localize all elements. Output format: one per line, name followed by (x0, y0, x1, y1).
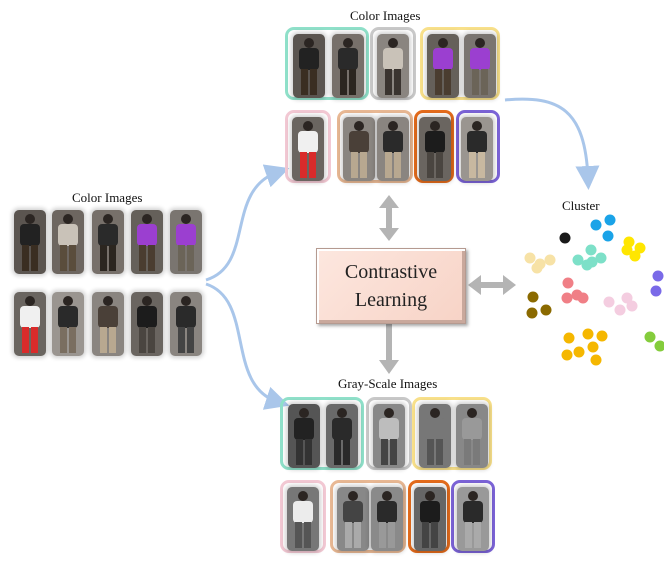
group-gray-bottom (366, 397, 412, 470)
group-purple-bottom (451, 480, 495, 553)
cluster-dot (595, 252, 607, 264)
cluster-dot (563, 332, 575, 344)
person-image (377, 34, 409, 98)
person-image (287, 487, 319, 551)
left-title: Color Images (72, 190, 143, 205)
person-image (170, 292, 202, 356)
cluster-dot (644, 331, 656, 343)
contrastive-learning-box: Contrastive Learning (316, 248, 466, 324)
cluster-dot (531, 262, 543, 274)
cluster-dot (614, 304, 626, 316)
group-orange-bottom (408, 480, 450, 553)
cluster-dot (527, 291, 539, 303)
person-image (464, 34, 496, 98)
cluster-dot (562, 277, 574, 289)
cluster-dot (652, 270, 664, 282)
person-image (326, 404, 358, 468)
branch-arrow-up (205, 164, 290, 282)
person-image (343, 117, 375, 181)
person-image (288, 404, 320, 468)
person-image (14, 292, 46, 356)
cluster-dot (581, 259, 593, 271)
cluster-dot (540, 304, 552, 316)
person-image (14, 210, 46, 274)
person-image (92, 210, 124, 274)
group-gray-top (370, 27, 416, 100)
cluster-dot (621, 244, 633, 256)
person-image (332, 34, 364, 98)
group-peach-bottom (330, 480, 406, 553)
person-image (456, 404, 488, 468)
cluster-dot (544, 254, 556, 266)
cluster-dot (582, 328, 594, 340)
group-pink-bottom (280, 480, 326, 553)
cluster-dots (524, 214, 664, 366)
cluster-dot (650, 285, 662, 297)
person-image (419, 117, 451, 181)
cluster-dot (577, 292, 589, 304)
cluster-dot (524, 252, 536, 264)
cluster-title: Cluster (562, 198, 600, 213)
person-image (292, 117, 324, 181)
group-mint-bottom (280, 397, 364, 470)
person-image (131, 210, 163, 274)
cluster-dot (573, 346, 585, 358)
group-purple-top (456, 110, 500, 183)
cluster-dot (561, 292, 573, 304)
group-yellow-bottom (412, 397, 492, 470)
branch-arrow-down (205, 282, 290, 410)
person-image (92, 292, 124, 356)
cluster-dot (602, 230, 614, 242)
cluster-dot (634, 242, 646, 254)
group-orange-top (414, 110, 454, 183)
cluster-dot (590, 219, 602, 231)
cluster-dot (596, 330, 608, 342)
person-image (131, 292, 163, 356)
person-image (457, 487, 489, 551)
cluster-dot (626, 300, 638, 312)
top-title: Color Images (350, 8, 421, 23)
cluster-dot (654, 340, 664, 352)
center-line2: Learning (354, 289, 428, 311)
cluster-dot (572, 254, 584, 266)
center-line1: Contrastive (344, 261, 438, 283)
group-pink-top (285, 110, 331, 183)
double-arrow-up (379, 195, 399, 241)
cluster-dot (590, 354, 602, 366)
group-peach-top (337, 110, 413, 183)
cluster-dot (587, 341, 599, 353)
cluster-dot (559, 232, 571, 244)
person-image (419, 404, 451, 468)
double-arrow-right (468, 275, 516, 295)
group-yellow-top (420, 27, 500, 100)
person-image (373, 404, 405, 468)
person-image (427, 34, 459, 98)
cluster-dot (603, 296, 615, 308)
cluster-dot (585, 244, 597, 256)
cluster-dot (526, 307, 538, 319)
person-image (414, 487, 446, 551)
person-image (371, 487, 403, 551)
person-image (377, 117, 409, 181)
cluster-dot (561, 349, 573, 361)
person-image (461, 117, 493, 181)
cluster-arrow (504, 97, 600, 190)
bottom-title: Gray-Scale Images (338, 376, 438, 391)
cluster-dot (621, 292, 633, 304)
person-image (337, 487, 369, 551)
group-mint-top (285, 27, 369, 100)
cluster-dot (604, 214, 616, 226)
person-image (170, 210, 202, 274)
person-image (52, 292, 84, 356)
person-image (293, 34, 325, 98)
cluster-dot (629, 250, 641, 262)
person-image (52, 210, 84, 274)
